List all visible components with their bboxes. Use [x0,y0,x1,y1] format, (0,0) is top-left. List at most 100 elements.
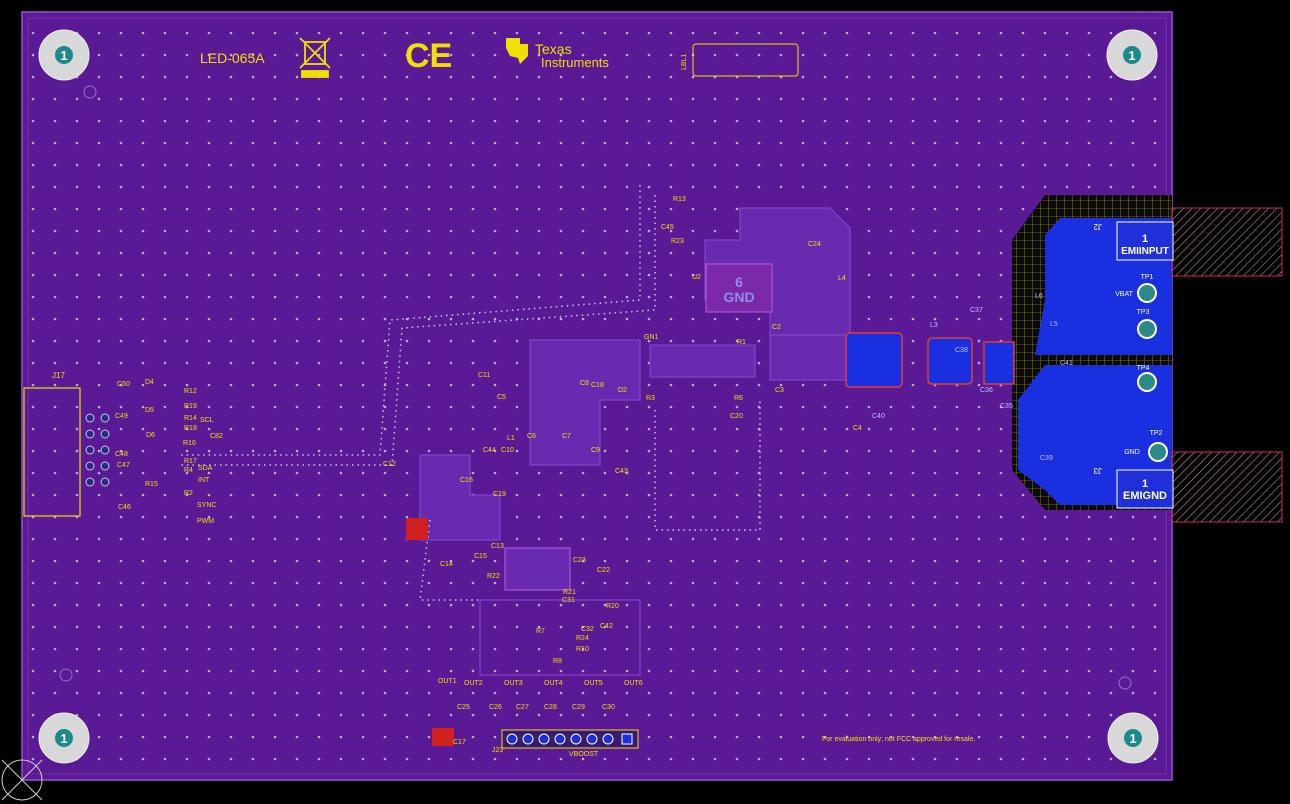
svg-text:TP4: TP4 [1137,365,1150,372]
svg-text:VBAT: VBAT [1115,291,1133,298]
trace-r1 [649,344,756,378]
refdes-label: C27 [516,704,529,711]
refdes-label: C8 [580,380,589,387]
refdes-label: C28 [544,704,557,711]
fiducial-right [1118,676,1132,690]
signal-pwm: PWM [197,518,214,525]
refdes-label: C50 [117,381,130,388]
refdes-label: R6 [734,395,743,402]
refdes-label: C16 [460,477,473,484]
refdes-label: R13 [673,196,686,203]
j2-pad [1116,221,1174,261]
origin-crosshair-icon [1,759,43,801]
refdes-label: L3 [930,322,938,329]
header-pins [506,733,633,745]
guard-ring-route [180,185,641,456]
test-point-tp3: TP3 [1137,309,1157,339]
j3-net-label: EMIGND [1123,490,1167,502]
refdes-label: L6 [1035,293,1043,300]
refdes-label: C49 [115,413,128,420]
refdes-label: R24 [576,635,589,642]
inductor-l3 [927,337,973,385]
test-point-tp2: TP2 GND [1124,430,1168,462]
u2-thermal-pad [705,263,773,313]
refdes-label: L1 [507,435,515,442]
refdes-label: C18 [591,382,604,389]
j3-pin-label: 1 [1142,478,1148,490]
svg-text:TP2: TP2 [1150,430,1163,437]
refdes-label: R7 [536,628,545,635]
svg-text:OUT6: OUT6 [624,680,643,687]
refdes-label: C42 [600,623,613,630]
refdes-label: R3 [646,395,655,402]
u2-pad-net: GND [723,289,754,305]
ti-logo-line1: Texas [535,41,572,57]
j17-ref: J17 [52,371,65,380]
refdes-label: C13 [491,543,504,550]
refdes-label: GN1 [644,334,659,341]
svg-text:OUT2: OUT2 [464,680,483,687]
j2-net-label: EMIINPUT [1121,246,1169,257]
connector-j2-body [1171,207,1283,277]
fiducial-top [83,85,97,99]
connector-j3-body [1171,451,1283,523]
refdes-label: D4 [145,379,154,386]
weee-bin-icon [299,37,331,78]
thermal-vias-boost [406,518,454,746]
vboost-label: VBOOST [569,751,599,758]
fcc-disclaimer: For evaluation only; not FCC approved fo… [822,736,975,743]
j2-pin-label: 1 [1142,233,1148,245]
mounting-hole-bottom-left: 1 [38,712,90,764]
svg-text:TP1: TP1 [1141,274,1154,281]
refdes-label: C37 [970,307,983,314]
test-point-tp4: TP4 [1137,365,1157,392]
refdes-label: C41 [1060,360,1073,367]
refdes-label: C14 [440,561,453,568]
output-labels: OUT1 OUT2 OUT3 OUT4 OUT5 OUT6 [438,678,643,687]
svg-text:OUT1: OUT1 [438,678,457,685]
refdes-label: R12 [184,388,197,395]
label-box-ref: LBL1 [681,54,688,70]
ti-logo-line2: Instruments [541,55,609,70]
test-point-tp1: TP1 VBAT [1115,274,1157,303]
mounting-hole-label: 1 [1128,48,1135,63]
refdes-label: C20 [730,413,743,420]
refdes-label: C47 [117,462,130,469]
header-vboost [501,729,639,749]
refdes-label: C43 [615,468,628,475]
refdes-label: R23 [671,238,684,245]
refdes-label: C7 [562,433,571,440]
refdes-label: L4 [838,275,846,282]
mounting-hole-top-right: 1 [1106,29,1158,81]
refdes-label: R10 [576,646,589,653]
refdes-label: C19 [493,491,506,498]
power-trace-u2 [704,207,851,336]
guard-ring-route-2 [180,195,656,466]
refdes-label: C25 [457,704,470,711]
refdes-label: C82 [210,433,223,440]
refdes-label: C12 [383,461,396,468]
ce-mark: CE [405,37,452,75]
refdes-label: C24 [808,241,821,248]
cap-pad-input [983,341,1015,385]
refdes-label: C3 [775,387,784,394]
label-box [692,43,799,77]
u2-pad-pin: 6 [735,274,743,290]
refdes-label: C36 [980,387,993,394]
ic-u1 [504,547,571,591]
refdes-label: R8 [553,658,562,665]
refdes-label: C29 [572,704,585,711]
refdes-label: R19 [184,403,197,410]
refdes-label: C2 [772,324,781,331]
refdes-label: U2 [692,274,701,281]
connector-j17 [23,387,81,517]
refdes-label: R14 [184,415,197,422]
j3-pad [1116,469,1174,509]
refdes-label: R2 [184,490,193,497]
refdes-label: C15 [474,553,487,560]
refdes-label: C32 [581,626,594,633]
refdes-label: C10 [501,447,514,454]
